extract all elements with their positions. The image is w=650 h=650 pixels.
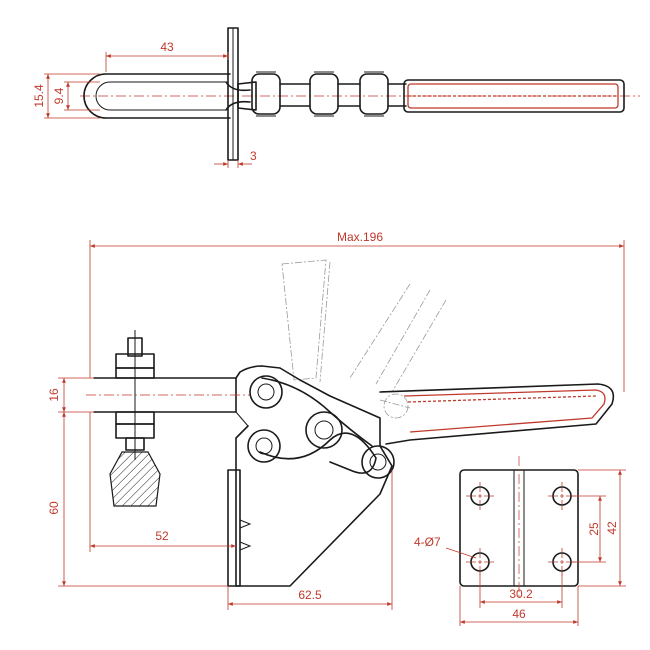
handle-grip bbox=[403, 389, 606, 433]
mount-hole-2 bbox=[552, 486, 572, 506]
top-roller-1 bbox=[251, 71, 281, 117]
dim-top-length-label: 43 bbox=[160, 40, 174, 54]
dim-base-height-label: 42 bbox=[605, 521, 619, 535]
dim-bar-height-label: 16 bbox=[47, 388, 61, 402]
rubber-tip bbox=[109, 451, 161, 507]
holes-leader bbox=[445, 547, 477, 559]
top-body bbox=[237, 81, 257, 111]
base-flange bbox=[227, 469, 241, 587]
dim-base-width-label: 46 bbox=[512, 607, 526, 621]
pivot-pin-2 bbox=[247, 429, 281, 463]
holes-label: 4-Ø7 bbox=[414, 535, 441, 549]
dim-base-length-label: 62.5 bbox=[298, 588, 322, 602]
spindle-bolt bbox=[115, 330, 155, 460]
phantom-pivot bbox=[383, 393, 409, 419]
phantom-handle bbox=[281, 259, 447, 409]
mount-hole-4 bbox=[552, 552, 572, 572]
upper-link bbox=[261, 377, 373, 447]
mount-hole-1 bbox=[470, 486, 490, 506]
pivot-pin-1 bbox=[249, 375, 283, 409]
dim-reach-label: 52 bbox=[155, 529, 169, 543]
dim-outer-width-label: 15.4 bbox=[32, 84, 46, 108]
flange-detail bbox=[239, 519, 252, 551]
dim-plate-thickness-label: 3 bbox=[250, 149, 257, 163]
top-roller-2 bbox=[309, 71, 339, 117]
top-view: 43 15.4 9.4 3 bbox=[32, 27, 640, 168]
dim-hole-pitch-h-label: 30.2 bbox=[509, 587, 533, 601]
clamp-body bbox=[235, 365, 393, 587]
pivot-pin-4 bbox=[361, 445, 395, 479]
top-arm-outer bbox=[83, 73, 231, 119]
lower-link bbox=[259, 432, 377, 474]
top-arm-inner bbox=[95, 81, 226, 111]
top-handle bbox=[403, 79, 625, 113]
dim-max-length-label: Max.196 bbox=[337, 230, 383, 244]
top-links bbox=[279, 83, 407, 107]
clamp-handle bbox=[379, 383, 615, 445]
top-arm-taper bbox=[225, 81, 251, 111]
dim-hole-pitch-v-label: 25 bbox=[587, 522, 601, 536]
top-roller-3 bbox=[359, 71, 389, 117]
side-view: Max.196 16 60 52 62.5 bbox=[47, 230, 625, 610]
mount-hole-3 bbox=[470, 552, 490, 572]
dim-overall-height-label: 60 bbox=[47, 501, 61, 515]
pivot-pin-3 bbox=[305, 411, 343, 449]
dim-inner-width-label: 9.4 bbox=[52, 87, 66, 104]
base-plate-view: 4-Ø7 25 42 30.2 46 bbox=[414, 456, 626, 626]
